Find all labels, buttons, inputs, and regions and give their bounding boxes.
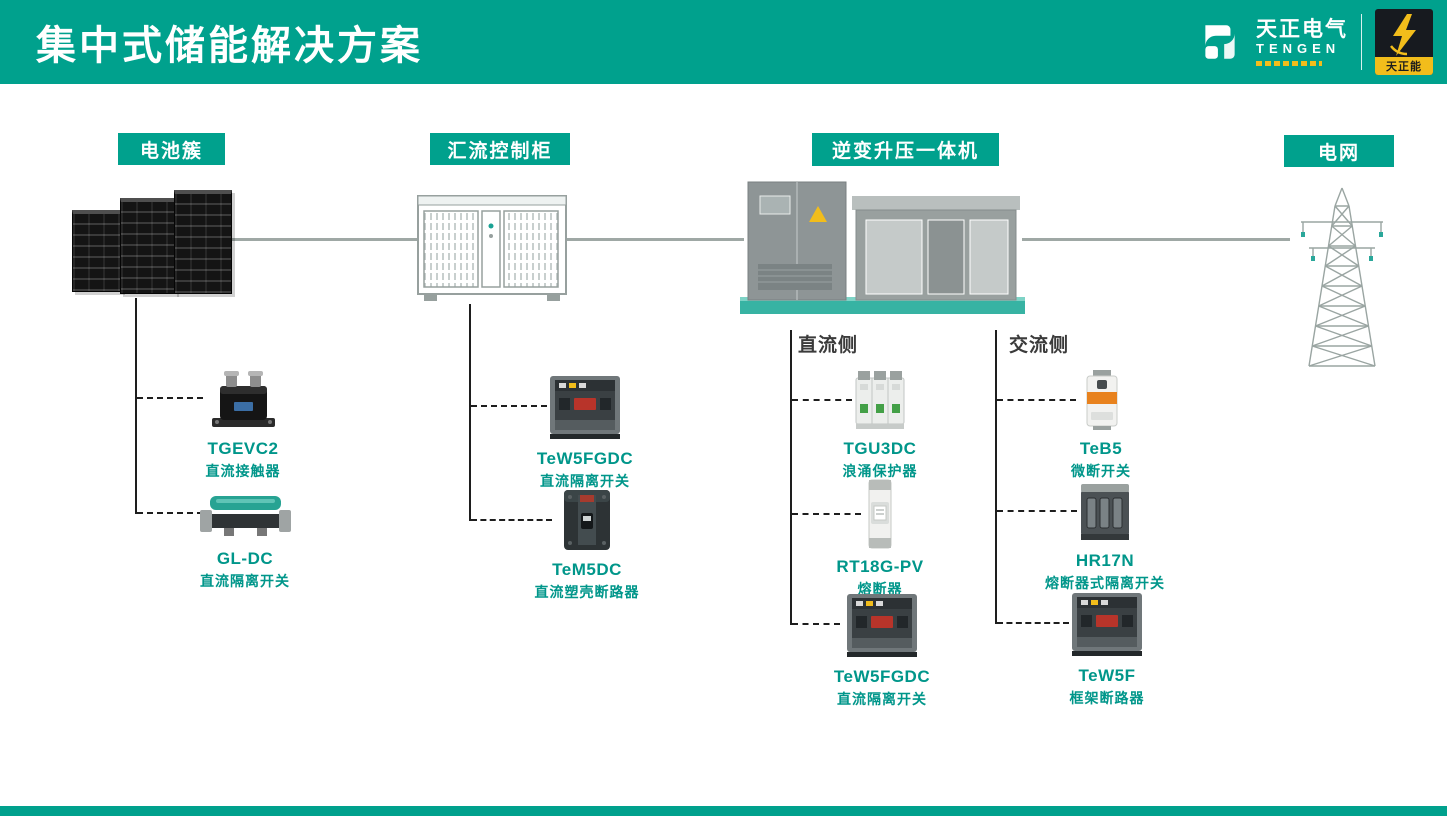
product-hr17n: HR17N 熔断器式隔离开关 [1025,478,1185,593]
tengen-logo-icon [1205,25,1235,59]
brand-area: 天正电气 TENGEN 天正能 [1197,0,1433,84]
product-name: HR17N [1075,551,1135,570]
frame-breaker-icon [505,370,665,442]
dashed-link [997,399,1076,401]
product-tgevc2: TGEVC2 直流接触器 [163,366,323,481]
product-desc: 框架断路器 [1069,690,1145,706]
station-label-battery-cluster: 电池簇 [118,133,225,165]
flow-line-battery-to-cabinet [225,238,420,241]
dashed-link [792,513,861,515]
fuse-holder-icon [800,478,960,550]
dc-contactor-icon [163,366,323,432]
product-desc: 直流塑壳断路器 [534,584,640,600]
dashed-link [471,519,552,521]
dashed-link [471,405,547,407]
station-label-grid: 电网 [1284,135,1394,167]
product-desc: 直流接触器 [205,463,281,479]
ac-side-label: 交流侧 [1009,335,1070,356]
product-tew5f: TeW5F 框架断路器 [1027,587,1187,708]
battery-rack [120,198,176,294]
mcb-icon [1021,368,1181,432]
battery-branch-line [135,298,137,514]
ac-side-line [995,330,997,624]
product-tem5dc: TeM5DC 直流塑壳断路器 [507,487,667,602]
inverter-booster-image [740,176,1025,318]
flow-line-cabinet-to-inverter [566,238,744,241]
brand-name: 天正电气 [1256,18,1348,42]
product-desc: 直流隔离开关 [837,691,927,707]
dashed-link [997,622,1069,624]
combiner-cabinet-image [416,192,568,304]
product-desc: 熔断器 [857,581,903,597]
dashed-link [997,510,1077,512]
product-name: TGU3DC [843,439,917,458]
product-desc: 直流隔离开关 [540,473,630,489]
page-title: 集中式储能解决方案 [36,24,423,68]
frame-breaker-icon [802,588,962,660]
product-name: TeW5FGDC [833,667,931,686]
surge-protector-icon [800,368,960,432]
dc-side-line [790,330,792,625]
footer-bar [0,806,1447,816]
header-separator [1361,14,1362,70]
product-gl-dc: GL-DC 直流隔离开关 [165,484,325,591]
mccb-icon [507,487,667,553]
battery-rack [72,210,122,292]
product-tew5fgdc-2: TeW5FGDC 直流隔离开关 [802,588,962,709]
product-name: TeM5DC [552,560,622,579]
dashed-link [792,399,852,401]
brand-badge: 天正能 [1375,9,1433,75]
fuse-disconnector-icon [1025,478,1185,544]
brand-name-en: TENGEN [1256,41,1341,57]
product-tgu3dc: TGU3DC 浪涌保护器 [800,368,960,481]
dc-isolator-icon [165,484,325,542]
product-desc: 微断开关 [1071,463,1131,479]
lightning-fist-icon [1390,14,1416,56]
product-name: TeW5F [1078,666,1136,685]
transmission-tower-image [1283,182,1401,372]
product-name: GL-DC [216,549,274,568]
frame-breaker-icon [1027,587,1187,659]
dc-side-label: 直流侧 [798,335,859,356]
product-name: TeW5FGDC [536,449,634,468]
battery-cluster-image [70,186,235,298]
product-desc: 直流隔离开关 [200,573,290,589]
dashed-link [137,512,203,514]
dashed-link [792,623,840,625]
brand-tagline-decoration [1256,60,1322,66]
header-bar: 集中式储能解决方案 天正电气 TENGEN 天正能 [0,0,1447,84]
product-name: RT18G-PV [836,557,924,576]
product-desc: 熔断器式隔离开关 [1045,575,1165,591]
flow-line-inverter-to-grid [1022,238,1290,241]
product-name: TGEVC2 [207,439,279,458]
product-name: TeB5 [1079,439,1123,458]
badge-label: 天正能 [1375,57,1433,75]
station-label-inverter-booster: 逆变升压一体机 [812,133,999,166]
product-tew5fgdc-1: TeW5FGDC 直流隔离开关 [505,370,665,491]
product-desc: 浪涌保护器 [842,463,918,479]
brand-text: 天正电气 TENGEN [1256,18,1348,66]
battery-rack [174,190,232,294]
product-rt18g-pv: RT18G-PV 熔断器 [800,478,960,599]
product-teb5: TeB5 微断开关 [1021,368,1181,481]
station-label-combiner-cabinet: 汇流控制柜 [430,133,570,165]
cabinet-branch-line [469,304,471,521]
dashed-link [137,397,203,399]
